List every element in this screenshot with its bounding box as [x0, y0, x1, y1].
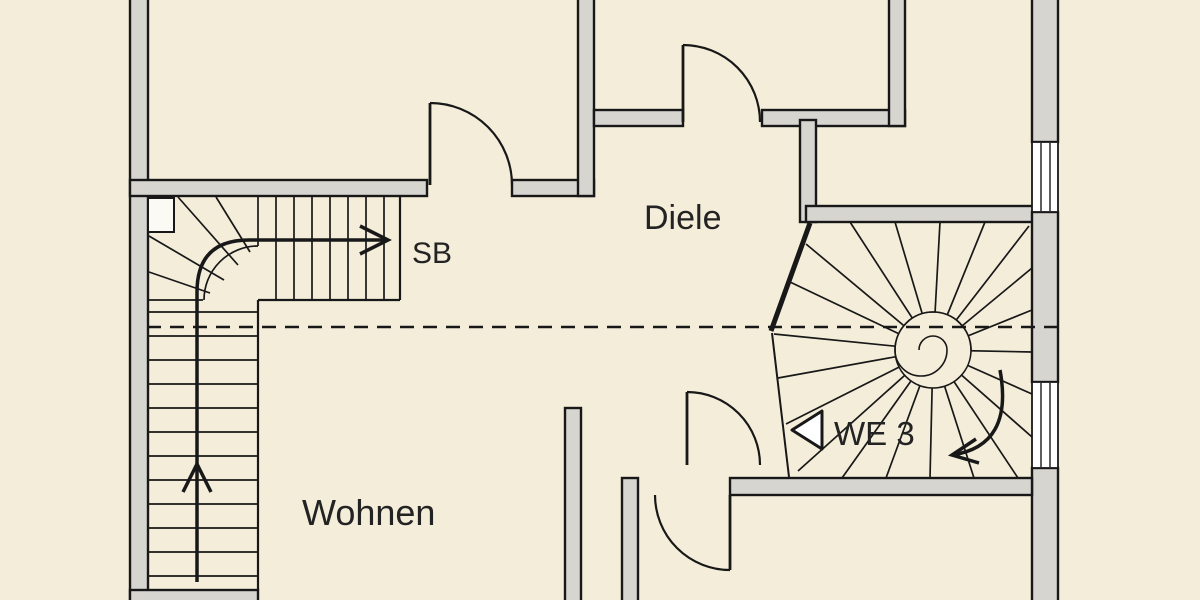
wall-spiral-top: [804, 204, 1037, 224]
walls: [128, 0, 1060, 600]
window-right-upper: [1031, 141, 1059, 213]
winder-curve: [203, 245, 259, 301]
wall-right-outer-bottom: [1030, 466, 1060, 600]
label-sb: SB: [412, 237, 452, 270]
wall-left-outer: [128, 0, 150, 600]
arrowhead-up-icon: [181, 460, 213, 493]
spiral-stringer: [771, 332, 790, 478]
room-label-diele: Diele: [644, 199, 721, 237]
wall-topleft-room-bottom: [128, 178, 429, 198]
windows: [1031, 141, 1059, 469]
wall-diele-top-right: [760, 108, 907, 128]
door-topleft-room: [428, 101, 514, 186]
doors: [428, 43, 762, 572]
window-right-lower: [1031, 381, 1059, 469]
spiral-staircase: [768, 221, 1033, 479]
wall-we3-bottom: [728, 476, 1034, 497]
spiral-curl: [894, 311, 972, 377]
entrance-marker-icon: [790, 409, 824, 451]
wall-topleft-room-right: [576, 0, 596, 198]
spiral-direction-arrow: [947, 369, 1005, 465]
wall-right-outer-top: [1030, 0, 1060, 144]
wall-bottommid-left: [563, 406, 583, 600]
wall-diele-top-left: [592, 108, 685, 128]
wall-topmid-room-right: [887, 0, 907, 128]
shaft-box: [147, 197, 175, 233]
arrowhead-right-icon: [359, 224, 392, 256]
room-label-wohnen: Wohnen: [302, 492, 435, 533]
stair-direction-arrow-left: [181, 224, 392, 582]
wall-right-outer-mid: [1030, 210, 1060, 384]
door-bottom-room: [653, 494, 732, 572]
arrowhead-downleft-icon: [947, 437, 980, 465]
door-topmid-room: [681, 43, 762, 123]
door-we3-entrance: [685, 390, 762, 466]
staircase-left: [147, 196, 402, 590]
wall-stair-bottom: [128, 588, 260, 600]
room-labels: SB Diele Wohnen WE 3: [302, 199, 915, 533]
wall-bottommid-right: [620, 476, 640, 600]
spiral-diagonal-wall: [768, 222, 813, 332]
label-we3: WE 3: [834, 415, 915, 452]
